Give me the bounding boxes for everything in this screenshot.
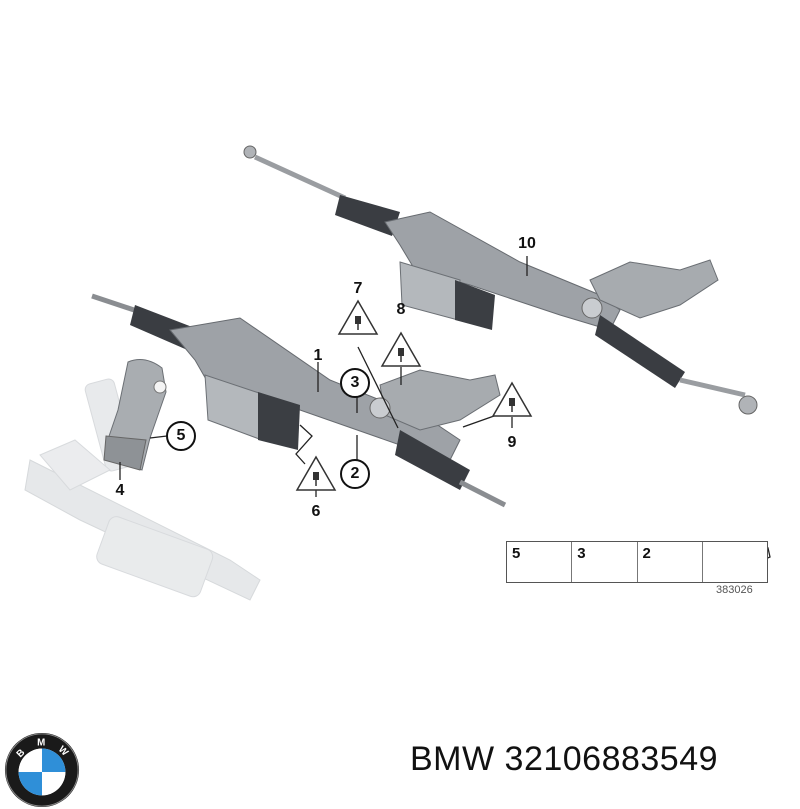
bmw-logo-icon: B M W <box>4 732 80 808</box>
callout-7: 7 <box>353 280 363 297</box>
steering-rack-part-10 <box>243 145 758 415</box>
part-number-label: BMW 32106883549 <box>410 740 719 778</box>
callout-4: 4 <box>115 482 125 499</box>
legend-label: 5 <box>512 545 521 562</box>
warning-triangle-6 <box>295 455 337 491</box>
warning-triangle-7 <box>337 299 379 335</box>
diagram-code: 383026 <box>716 584 753 596</box>
steering-rack-illustration <box>24 145 771 601</box>
callout-8: 8 <box>396 301 406 318</box>
legend-label: 2 <box>642 545 651 562</box>
callout-2: 2 <box>340 459 370 489</box>
leader-lines <box>119 256 528 497</box>
legend-label: 3 <box>577 545 586 562</box>
svg-text:M: M <box>37 738 45 749</box>
fastener-legend: 5 3 2 <box>506 541 768 583</box>
heat-shield-part-4 <box>103 359 167 471</box>
legend-item-screw: 5 <box>507 542 573 582</box>
callout-9: 9 <box>507 434 517 451</box>
callout-6: 6 <box>311 503 321 520</box>
callout-5: 5 <box>166 421 196 451</box>
legend-item-arrow <box>703 542 767 582</box>
warning-triangle-8 <box>380 331 422 367</box>
callout-1: 1 <box>313 347 323 364</box>
legend-item-bolt: 2 <box>638 542 703 582</box>
steering-rack-part-1 <box>91 293 507 508</box>
legend-item-clip-nut: 3 <box>572 542 638 582</box>
callout-3: 3 <box>340 368 370 398</box>
warning-triangle-9 <box>491 381 533 428</box>
callout-10: 10 <box>518 235 536 252</box>
